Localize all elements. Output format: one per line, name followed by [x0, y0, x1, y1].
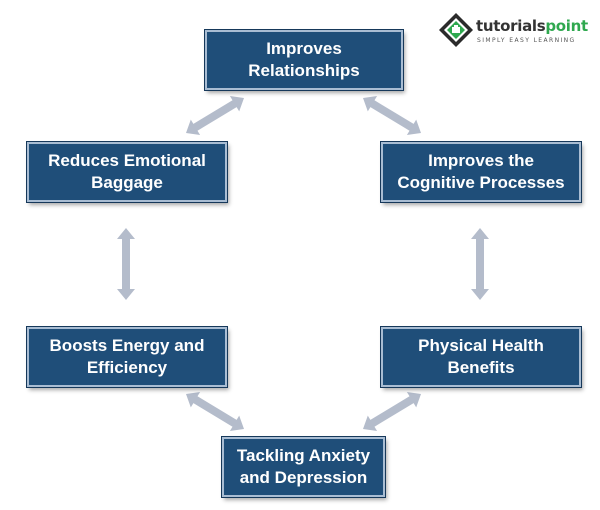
node-label-line2: Efficiency [86, 358, 168, 377]
arrow-improves-relationships-to-reduces-emotional-baggage [186, 96, 244, 135]
node-label-line1: Reduces Emotional [48, 151, 206, 170]
node-label-line2: Benefits [447, 358, 515, 377]
node-label-line2: Relationships [248, 61, 360, 80]
node-label-line2: Cognitive Processes [397, 173, 565, 192]
node-label-line2: Baggage [91, 173, 163, 192]
node-tackling-anxiety-depression: Tackling Anxiety and Depression [221, 436, 386, 498]
node-improves-relationships: Improves Relationships [204, 29, 404, 91]
node-reduces-emotional-baggage: Reduces Emotional Baggage [26, 141, 228, 203]
logo-tagline: SIMPLY EASY LEARNING [477, 37, 576, 44]
node-label-line1: Physical Health [418, 336, 544, 355]
node-label-line1: Tackling Anxiety [236, 446, 371, 465]
arrow-boosts-energy-efficiency-to-tackling-anxiety-depression [186, 392, 244, 431]
node-label-line2: and Depression [239, 468, 368, 487]
node-label-line1: Improves [266, 39, 342, 58]
logo-name-part1: tutorials [476, 17, 546, 35]
node-physical-health-benefits: Physical Health Benefits [380, 326, 582, 388]
node-boosts-energy-efficiency: Boosts Energy and Efficiency [26, 326, 228, 388]
arrow-reduces-emotional-baggage-to-boosts-energy-efficiency [117, 228, 135, 300]
arrow-improves-cognitive-processes-to-physical-health-benefits [471, 228, 489, 300]
arrow-physical-health-benefits-to-tackling-anxiety-depression [363, 392, 421, 431]
logo-name: tutorialspoint [476, 17, 588, 35]
node-improves-cognitive-processes: Improves the Cognitive Processes [380, 141, 582, 203]
node-label-line1: Improves the [428, 151, 534, 170]
node-label-line1: Boosts Energy and [49, 336, 205, 355]
logo-diamond-icon [439, 13, 473, 47]
arrow-improves-relationships-to-improves-cognitive-processes [363, 96, 421, 135]
tutorialspoint-logo: tutorialspoint SIMPLY EASY LEARNING [438, 12, 588, 52]
logo-name-part2: point [545, 17, 588, 35]
